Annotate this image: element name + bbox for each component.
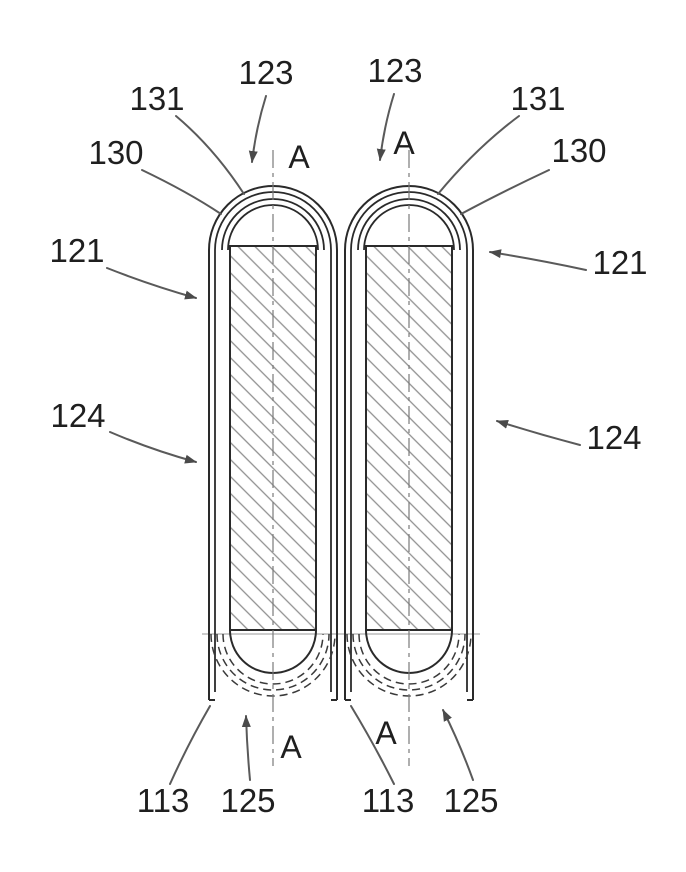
reference-labels: 123 123 131 131 130 130 121 121 124 124 … bbox=[49, 52, 647, 819]
label-121-right: 121 bbox=[592, 244, 647, 281]
leader-123-left bbox=[248, 95, 267, 163]
leader-123-right bbox=[376, 93, 395, 161]
leader-121-right bbox=[489, 249, 587, 271]
leader-130-left bbox=[141, 169, 222, 215]
leader-131-left bbox=[175, 115, 245, 195]
leader-125-right bbox=[442, 709, 474, 781]
section-a-bottom-left: A bbox=[280, 729, 302, 765]
leader-125-left bbox=[241, 715, 251, 781]
section-a-top-right: A bbox=[393, 125, 415, 161]
leader-130-right bbox=[460, 169, 550, 215]
label-123-right: 123 bbox=[367, 52, 422, 89]
label-113-right: 113 bbox=[362, 782, 415, 819]
section-a-top-left: A bbox=[288, 139, 310, 175]
label-124-left: 124 bbox=[50, 397, 105, 434]
section-markers: A A A A bbox=[280, 125, 415, 765]
leader-113-left bbox=[169, 705, 211, 785]
leader-124-right bbox=[496, 420, 581, 446]
label-130-left: 130 bbox=[88, 134, 143, 171]
label-123-left: 123 bbox=[238, 54, 293, 91]
leader-124-left bbox=[109, 431, 197, 464]
leader-121-left bbox=[106, 267, 197, 300]
leader-lines bbox=[106, 93, 587, 785]
label-113-left: 113 bbox=[137, 782, 190, 819]
label-125-right: 125 bbox=[443, 782, 498, 819]
left-capsule bbox=[208, 149, 338, 767]
leader-113-right bbox=[350, 705, 395, 785]
label-121-left: 121 bbox=[49, 232, 104, 269]
label-124-right: 124 bbox=[586, 419, 641, 456]
label-131-left: 131 bbox=[129, 80, 184, 117]
section-a-bottom-right: A bbox=[375, 715, 397, 751]
right-capsule bbox=[344, 149, 474, 767]
label-130-right: 130 bbox=[551, 132, 606, 169]
leader-131-right bbox=[437, 115, 520, 195]
label-125-left: 125 bbox=[220, 782, 275, 819]
label-131-right: 131 bbox=[510, 80, 565, 117]
